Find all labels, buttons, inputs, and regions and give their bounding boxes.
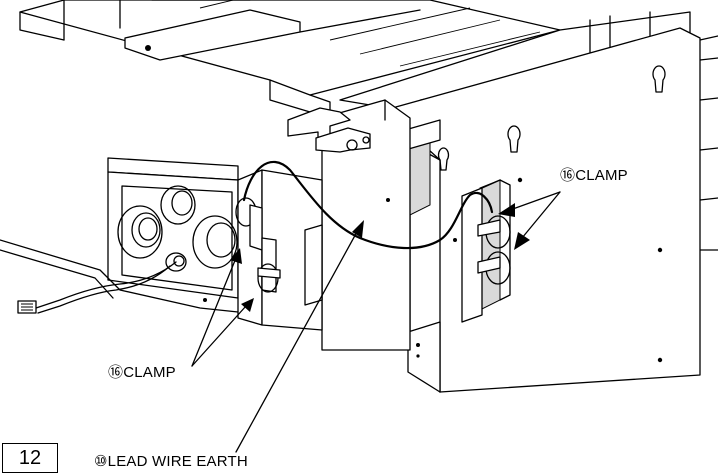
callout-leaders bbox=[191, 191, 561, 453]
power-cable bbox=[0, 239, 239, 314]
left-clamp-lower bbox=[257, 237, 281, 293]
bottom-right-bracket bbox=[407, 321, 441, 393]
lead-wire-earth-callout: ⑩LEAD WIRE EARTH bbox=[94, 453, 248, 470]
cable-entry-bushing bbox=[165, 252, 187, 272]
grommet-ring-right bbox=[192, 215, 238, 269]
center-cover-plate bbox=[287, 99, 411, 351]
grommet-ring-top bbox=[160, 185, 196, 225]
right-clamp-bracket bbox=[461, 179, 511, 323]
clamp-callout-right: ⑯CLAMP bbox=[560, 167, 628, 184]
earth-lead-wire bbox=[242, 160, 494, 250]
left-clamp-upper bbox=[235, 197, 263, 251]
grommet-ring-left bbox=[117, 205, 163, 259]
left-electrical-box bbox=[107, 157, 323, 331]
page-number: 12 bbox=[2, 443, 58, 473]
clamp-callout-left: ⑯CLAMP bbox=[108, 364, 176, 381]
